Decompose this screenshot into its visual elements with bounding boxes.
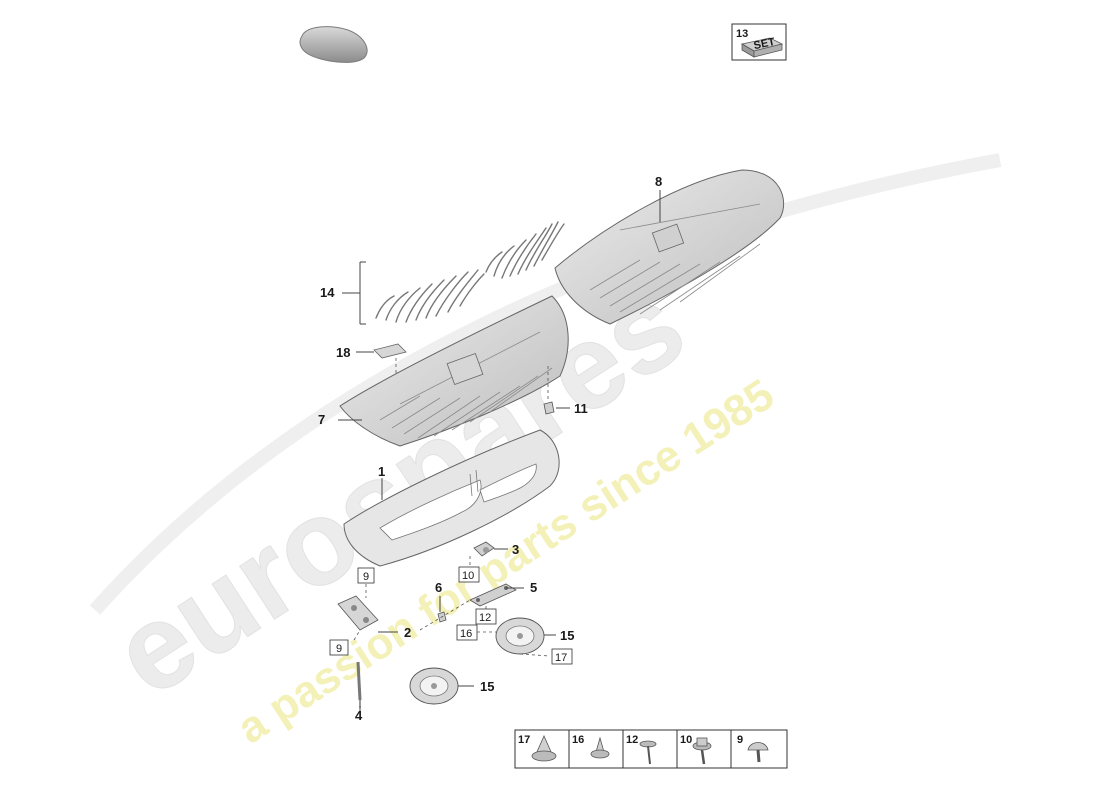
callout-6: 6 (435, 580, 442, 595)
car-silhouette-icon (299, 26, 368, 63)
part-8-upper-panel[interactable] (554, 169, 785, 325)
part-2-hinge[interactable] (337, 595, 379, 631)
callout-7: 7 (318, 412, 325, 427)
set-badge[interactable]: 13 SET (731, 23, 787, 61)
svg-text:12: 12 (479, 612, 491, 624)
callout-18: 18 (336, 345, 350, 360)
part-11-clip[interactable] (543, 401, 555, 415)
legend-cell-12[interactable]: 12 (626, 734, 657, 765)
part-14-strips-right[interactable] (485, 221, 565, 279)
svg-text:16: 16 (572, 734, 584, 746)
svg-text:16: 16 (460, 628, 472, 640)
part-18-block[interactable] (373, 343, 407, 359)
svg-text:9: 9 (737, 734, 743, 746)
callout-3: 3 (512, 542, 519, 557)
callout-2: 2 (404, 625, 411, 640)
part-5-bracket[interactable] (469, 583, 517, 607)
clip-icon (590, 736, 610, 759)
bolt-icon (639, 740, 657, 765)
clip-nut-icon (531, 735, 557, 762)
callout-15: 15 (560, 628, 574, 643)
part-15-motor-upper[interactable] (495, 617, 545, 655)
callout-8: 8 (655, 174, 662, 189)
part-4-gas-strut[interactable] (356, 661, 362, 708)
boxed-callout-9[interactable]: 9 (357, 567, 375, 584)
flange-screw-icon (692, 737, 712, 765)
svg-text:9: 9 (336, 643, 342, 655)
set-badge-number: 13 (736, 28, 748, 40)
callout-14: 14 (320, 285, 335, 300)
svg-text:10: 10 (680, 734, 692, 746)
boxed-callout-9[interactable]: 9 (329, 639, 349, 656)
legend-cell-10[interactable]: 10 (680, 734, 712, 765)
callout-15: 15 (480, 679, 494, 694)
callout-11: 11 (574, 401, 588, 416)
svg-text:17: 17 (518, 734, 530, 746)
set-box-icon: SET (740, 36, 784, 58)
boxed-callout-12[interactable]: 12 (475, 608, 497, 625)
callout-4: 4 (355, 708, 363, 723)
part-3-latch[interactable] (473, 541, 495, 557)
fastener-legend: 17 16 12 10 (514, 729, 788, 769)
svg-text:12: 12 (626, 734, 638, 746)
svg-text:9: 9 (363, 571, 369, 583)
svg-text:10: 10 (462, 570, 474, 582)
part-15-motor-lower[interactable] (409, 667, 459, 705)
svg-text:17: 17 (555, 652, 567, 664)
part-14-strips-left[interactable] (375, 269, 485, 323)
rivet-icon (747, 742, 769, 763)
boxed-callout-17[interactable]: 17 (551, 648, 573, 665)
set-badge-text: SET (753, 36, 777, 52)
legend-cell-9[interactable]: 9 (737, 734, 769, 763)
boxed-callout-16[interactable]: 16 (456, 624, 478, 641)
legend-cell-16[interactable]: 16 (572, 734, 610, 759)
part-7-middle-panel[interactable] (339, 295, 569, 447)
callout-5: 5 (530, 580, 537, 595)
legend-cell-17[interactable]: 17 (518, 734, 557, 762)
part-1-frame[interactable] (343, 429, 560, 567)
callout-1: 1 (378, 464, 385, 479)
boxed-callout-10[interactable]: 10 (458, 566, 480, 583)
